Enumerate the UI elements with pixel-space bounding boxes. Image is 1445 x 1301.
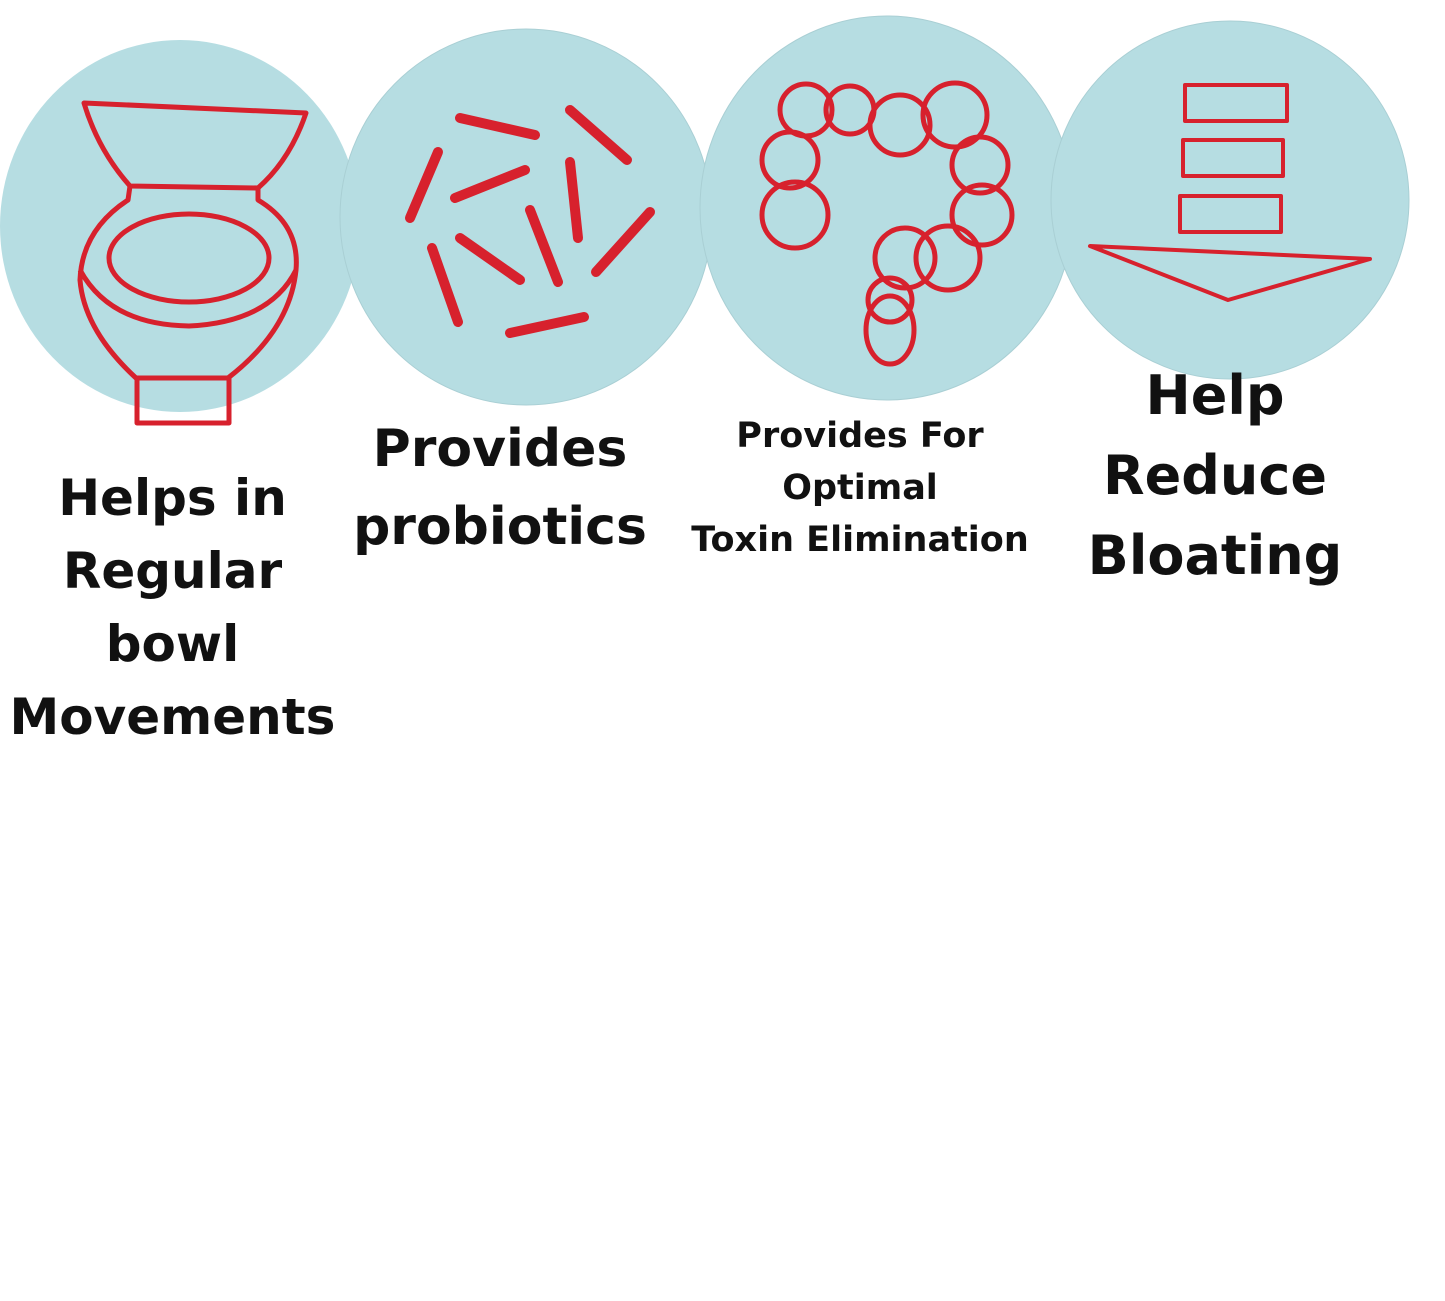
benefit-label-bowl-movements: Helps in Regular bowl Movements xyxy=(9,469,336,746)
arrow-down-icon xyxy=(1088,83,1372,302)
circle-3 xyxy=(699,15,1075,401)
benefit-label-reduce-bloating: Help Reduce Bloating xyxy=(1087,364,1343,587)
circle-4 xyxy=(1050,20,1410,380)
circle-2 xyxy=(339,28,713,406)
benefit-label-toxin-elimination: Provides For Optimal Toxin Elimination xyxy=(691,416,1029,560)
benefit-label-probiotics: Provides probiotics xyxy=(353,419,647,557)
circle-1 xyxy=(0,40,360,412)
toilet-icon xyxy=(77,100,309,426)
colon-icon xyxy=(759,80,1015,367)
bacteria-icon xyxy=(405,105,655,338)
